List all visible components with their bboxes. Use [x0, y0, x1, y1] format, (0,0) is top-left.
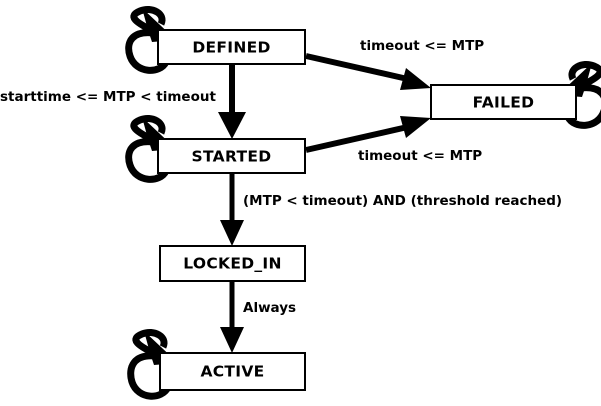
edge-label-timeout-mtp-defined: timeout <= MTP: [360, 38, 484, 54]
defined-to-failed-arrowhead: [400, 68, 431, 90]
defined-self-loop-upper-arc: [130, 6, 166, 38]
started-self-loop-lower-arc: [125, 138, 170, 183]
active-self-loop-lower-arc: [127, 352, 172, 400]
transition-locked-in-to-active: Always: [220, 281, 296, 353]
edge-label-always: Always: [243, 300, 296, 316]
state-label-started: STARTED: [192, 148, 272, 166]
started-to-failed-line: [305, 123, 413, 153]
state-label-failed: FAILED: [473, 94, 535, 112]
edge-label-starttime-mtp-timeout: starttime <= MTP < timeout: [0, 89, 216, 105]
defined-self-loop-lower-arc: [125, 29, 170, 74]
locked-in-to-active-arrowhead: [220, 327, 244, 353]
state-box-active[interactable]: [159, 352, 306, 391]
failed-self-loop-lower-arc: [564, 84, 601, 129]
transition-defined-to-failed: timeout <= MTP: [305, 38, 484, 90]
failed-self-loop-upper-arc: [568, 61, 601, 93]
state-box-failed[interactable]: [430, 84, 577, 120]
active-self-loop-upper-arc: [132, 329, 168, 361]
transition-started-to-failed: timeout <= MTP: [305, 116, 482, 164]
transition-started-to-locked-in: (MTP < timeout) AND (threshold reached): [220, 173, 562, 246]
state-node-defined[interactable]: DEFINED: [157, 29, 306, 65]
state-box-started[interactable]: [157, 138, 306, 174]
defined-to-started-arrowhead: [218, 112, 246, 139]
state-node-failed[interactable]: FAILED: [430, 84, 577, 120]
edge-label-timeout-mtp-started: timeout <= MTP: [358, 148, 482, 164]
state-node-active[interactable]: ACTIVE: [159, 352, 306, 391]
state-label-locked-in: LOCKED_IN: [183, 255, 282, 273]
started-self-loop-upper-arc: [130, 115, 166, 147]
state-box-locked-in[interactable]: [159, 245, 306, 282]
started-to-locked-in-arrowhead: [220, 220, 244, 246]
started-to-failed-arrowhead: [400, 116, 431, 138]
state-label-defined: DEFINED: [192, 39, 270, 57]
transition-defined-to-started: starttime <= MTP < timeout: [0, 64, 246, 139]
state-node-locked-in[interactable]: LOCKED_IN: [159, 245, 306, 282]
defined-to-failed-line: [305, 53, 413, 83]
state-label-active: ACTIVE: [200, 363, 264, 381]
state-box-defined[interactable]: [157, 29, 306, 65]
edge-label-mtp-timeout-threshold: (MTP < timeout) AND (threshold reached): [243, 193, 562, 209]
state-node-started[interactable]: STARTED: [157, 138, 306, 174]
